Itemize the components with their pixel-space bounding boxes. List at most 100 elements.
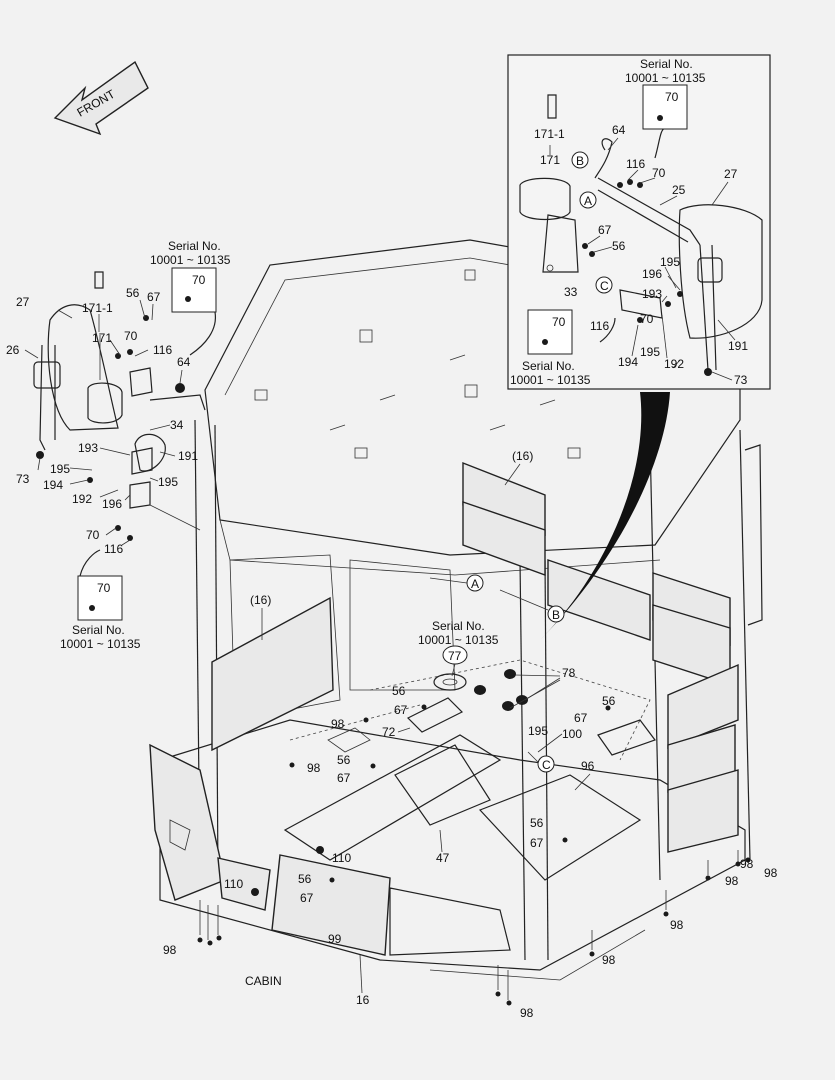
svg-text:(16): (16)	[512, 449, 533, 463]
svg-text:67: 67	[530, 836, 544, 850]
svg-text:56: 56	[126, 286, 140, 300]
svg-text:56: 56	[298, 872, 312, 886]
svg-text:72: 72	[382, 725, 396, 739]
svg-text:67: 67	[300, 891, 314, 905]
svg-text:98: 98	[764, 866, 778, 880]
svg-text:56: 56	[392, 684, 406, 698]
svg-text:26: 26	[6, 343, 20, 357]
svg-text:33: 33	[564, 285, 578, 299]
svg-text:Serial No.: Serial No.	[640, 57, 693, 71]
svg-text:98: 98	[307, 761, 321, 775]
cabin-body	[149, 239, 763, 1006]
svg-text:Serial No.: Serial No.	[72, 623, 125, 637]
front-arrow-icon: FRONT	[53, 60, 149, 136]
svg-text:10001 ~ 10135: 10001 ~ 10135	[60, 637, 141, 651]
svg-text:70: 70	[192, 273, 206, 287]
cabin-part-labels: (16) (16) 78 56 67 98 72 195 100 56 67 9…	[163, 449, 778, 1020]
svg-text:98: 98	[163, 943, 177, 957]
svg-text:Serial No.: Serial No.	[432, 619, 485, 633]
svg-text:70: 70	[86, 528, 100, 542]
svg-text:195: 195	[528, 724, 548, 738]
left-mirror-assembly	[24, 271, 206, 546]
svg-text:191: 191	[728, 339, 748, 353]
svg-text:Serial No.: Serial No.	[168, 239, 221, 253]
svg-text:70: 70	[552, 315, 566, 329]
svg-text:A: A	[471, 577, 479, 591]
svg-text:47: 47	[436, 851, 450, 865]
svg-text:171-1: 171-1	[534, 127, 565, 141]
svg-text:116: 116	[153, 343, 172, 357]
svg-text:B: B	[576, 154, 584, 168]
svg-text:27: 27	[724, 167, 738, 181]
svg-text:195: 195	[50, 462, 70, 476]
svg-text:110: 110	[332, 851, 351, 865]
svg-text:193: 193	[642, 287, 662, 301]
svg-text:77: 77	[448, 649, 462, 663]
svg-text:195: 195	[640, 345, 660, 359]
svg-text:195: 195	[660, 255, 680, 269]
svg-text:98: 98	[602, 953, 616, 967]
serial-box-inset-top: Serial No. 10001 ~ 10135 70	[625, 57, 706, 130]
svg-text:194: 194	[43, 478, 63, 492]
svg-text:67: 67	[394, 703, 408, 717]
svg-text:73: 73	[734, 373, 748, 387]
svg-text:(16): (16)	[250, 593, 271, 607]
svg-text:70: 70	[665, 90, 679, 104]
svg-text:192: 192	[664, 357, 684, 371]
svg-text:56: 56	[612, 239, 626, 253]
callout-letter-a-cabin: A	[429, 574, 484, 592]
svg-text:171: 171	[92, 331, 112, 345]
svg-text:10001 ~ 10135: 10001 ~ 10135	[150, 253, 231, 267]
svg-text:110: 110	[224, 877, 243, 891]
left-mirror-part-labels: 27 26 171-1 171 56 67 70 116 64 34 191 1…	[6, 286, 198, 556]
svg-text:10001 ~ 10135: 10001 ~ 10135	[510, 373, 591, 387]
cabin-caption: CABIN	[245, 974, 282, 988]
svg-text:67: 67	[574, 711, 588, 725]
svg-text:195: 195	[158, 475, 178, 489]
svg-text:27: 27	[16, 295, 30, 309]
svg-text:B: B	[552, 608, 560, 622]
svg-text:10001 ~ 10135: 10001 ~ 10135	[418, 633, 499, 647]
callout-letter-c-cabin: C	[527, 751, 555, 773]
svg-text:78: 78	[562, 666, 576, 680]
svg-text:196: 196	[642, 267, 662, 281]
svg-text:56: 56	[530, 816, 544, 830]
svg-text:64: 64	[177, 355, 191, 369]
serial-box-left-bottom: 70 Serial No. 10001 ~ 10135	[60, 549, 141, 651]
svg-text:116: 116	[626, 157, 645, 171]
callout-letter-c-inset: C	[595, 276, 613, 294]
svg-text:67: 67	[337, 771, 351, 785]
svg-text:56: 56	[337, 753, 351, 767]
svg-text:98: 98	[725, 874, 739, 888]
svg-text:70: 70	[97, 581, 111, 595]
callout-part-77: 77	[442, 645, 468, 677]
callout-letter-b-cabin: B	[499, 589, 565, 623]
svg-text:171-1: 171-1	[82, 301, 113, 315]
svg-text:A: A	[584, 194, 592, 208]
svg-text:98: 98	[670, 918, 684, 932]
svg-text:70: 70	[652, 166, 666, 180]
svg-text:98: 98	[331, 717, 345, 731]
svg-text:194: 194	[618, 355, 638, 369]
callout-letter-b-inset: B	[571, 151, 589, 169]
svg-text:192: 192	[72, 492, 92, 506]
inset-part-labels: 171-1 64 171 116 70 25 27 67 56 33 195 1…	[534, 123, 748, 387]
serial-note-cabin: Serial No. 10001 ~ 10135	[418, 619, 499, 647]
svg-text:67: 67	[147, 290, 161, 304]
svg-text:34: 34	[170, 418, 184, 432]
callout-letter-a-inset: A	[579, 191, 597, 209]
svg-text:116: 116	[590, 319, 609, 333]
svg-text:16: 16	[356, 993, 370, 1007]
svg-text:73: 73	[16, 472, 30, 486]
svg-text:56: 56	[602, 694, 616, 708]
svg-text:C: C	[542, 758, 551, 772]
svg-text:Serial No.: Serial No.	[522, 359, 575, 373]
svg-text:100: 100	[562, 727, 582, 741]
svg-text:96: 96	[581, 759, 595, 773]
svg-text:25: 25	[672, 183, 686, 197]
svg-text:193: 193	[78, 441, 98, 455]
svg-text:171: 171	[540, 153, 560, 167]
svg-text:191: 191	[178, 449, 198, 463]
svg-text:67: 67	[598, 223, 612, 237]
